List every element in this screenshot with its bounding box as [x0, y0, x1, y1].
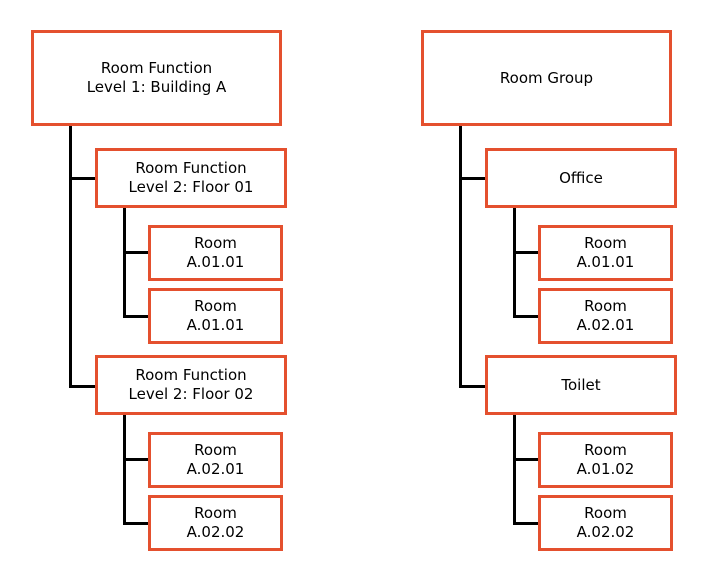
node-room-group[interactable]: Room Group — [421, 30, 672, 126]
connector-branch-office — [459, 177, 488, 180]
connector-leaf-floor-01-2 — [123, 315, 151, 318]
node-line: Room — [584, 297, 627, 315]
connector-stem-office — [513, 205, 516, 318]
node-room-leaf[interactable]: Room A.01.02 — [538, 432, 673, 488]
connector-leaf-toilet-2 — [513, 522, 541, 525]
node-line: Office — [559, 168, 603, 187]
node-line: Room — [584, 234, 627, 252]
node-line: Level 2: Floor 01 — [128, 178, 254, 196]
node-room-function-level-1[interactable]: Room Function Level 1: Building A — [31, 30, 282, 126]
node-room-function-level-2-floor-02[interactable]: Room Function Level 2: Floor 02 — [95, 355, 287, 415]
node-room-leaf[interactable]: Room A.02.02 — [148, 495, 283, 551]
connector-leaf-office-1 — [513, 251, 541, 254]
node-room-leaf[interactable]: Room A.01.01 — [148, 288, 283, 344]
node-room-leaf[interactable]: Room A.02.01 — [538, 288, 673, 344]
node-line: Room — [584, 504, 627, 522]
connector-stem-toilet — [513, 412, 516, 525]
node-room-leaf[interactable]: Room A.01.01 — [148, 225, 283, 281]
node-line: A.02.01 — [576, 316, 635, 334]
connector-leaf-office-2 — [513, 315, 541, 318]
node-line: A.01.01 — [186, 253, 245, 271]
node-line: Toilet — [561, 375, 601, 394]
node-line: Level 1: Building A — [86, 78, 227, 96]
node-line: A.01.01 — [186, 316, 245, 334]
connector-stem-floor-01 — [123, 205, 126, 318]
node-line: Level 2: Floor 02 — [128, 385, 254, 403]
node-room-leaf[interactable]: Room A.02.02 — [538, 495, 673, 551]
node-line: Room — [194, 441, 237, 459]
node-line: Room — [194, 504, 237, 522]
connector-leaf-floor-02-2 — [123, 522, 151, 525]
connector-branch-floor-01 — [69, 177, 98, 180]
node-line: A.01.01 — [576, 253, 635, 271]
connector-leaf-floor-01-1 — [123, 251, 151, 254]
node-line: A.02.02 — [576, 523, 635, 541]
node-line: Room Function — [100, 59, 213, 77]
node-line: A.02.01 — [186, 460, 245, 478]
node-office[interactable]: Office — [485, 148, 677, 208]
node-line: A.02.02 — [186, 523, 245, 541]
node-line: Room Group — [499, 68, 594, 87]
node-toilet[interactable]: Toilet — [485, 355, 677, 415]
node-line: Room — [584, 441, 627, 459]
connector-trunk-left — [69, 126, 72, 388]
node-line: Room Function — [135, 366, 247, 384]
node-room-leaf[interactable]: Room A.02.01 — [148, 432, 283, 488]
connector-leaf-floor-02-1 — [123, 458, 151, 461]
connector-leaf-toilet-1 — [513, 458, 541, 461]
node-line: Room — [194, 297, 237, 315]
connector-trunk-right — [459, 126, 462, 388]
node-room-function-level-2-floor-01[interactable]: Room Function Level 2: Floor 01 — [95, 148, 287, 208]
connector-branch-floor-02 — [69, 385, 98, 388]
connector-stem-floor-02 — [123, 412, 126, 525]
node-line: Room — [194, 234, 237, 252]
connector-branch-toilet — [459, 385, 488, 388]
node-line: A.01.02 — [576, 460, 635, 478]
node-line: Room Function — [135, 159, 247, 177]
node-room-leaf[interactable]: Room A.01.01 — [538, 225, 673, 281]
